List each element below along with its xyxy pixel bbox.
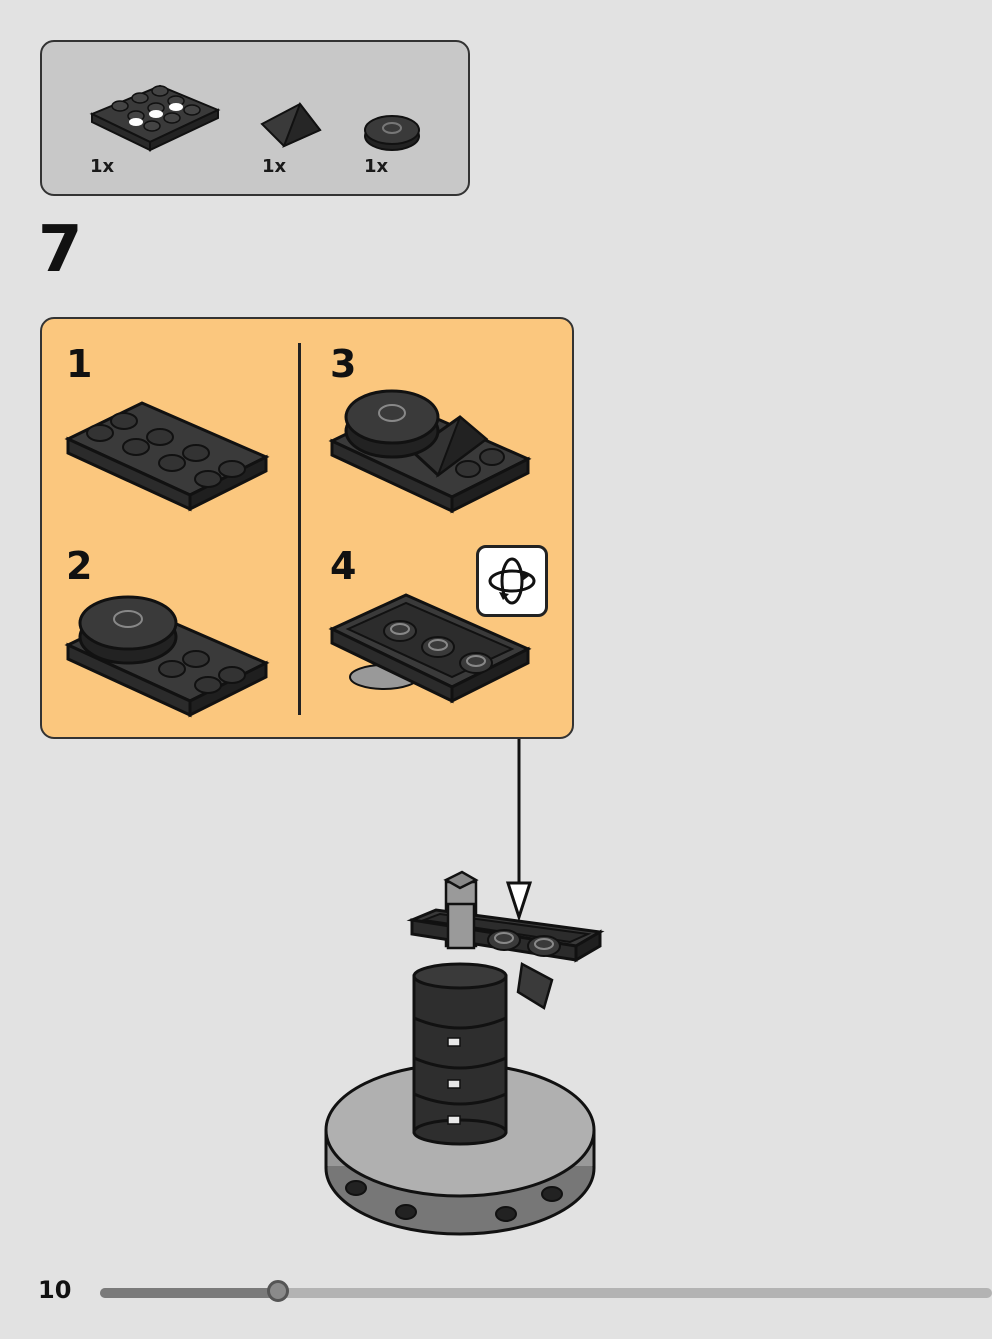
part-quantity: 1x (262, 156, 287, 177)
slope-brick-icon (260, 101, 322, 148)
substep-1-plate-illustration (64, 401, 270, 512)
step-number: 7 (38, 213, 83, 287)
substep-number: 3 (330, 342, 357, 386)
part-quantity: 1x (90, 156, 115, 177)
plate-2x4-icon (89, 84, 221, 152)
part-quantity: 1x (364, 156, 389, 177)
progress-fill (100, 1288, 279, 1298)
substep-divider (298, 343, 301, 715)
substep-4-flipped-illustration (328, 593, 532, 704)
substep-panel: 1 2 3 4 (40, 317, 574, 739)
page-number: 10 (38, 1276, 72, 1304)
substep-3-assembly-illustration (328, 389, 532, 514)
round-tile-icon (364, 115, 420, 151)
substep-number: 4 (330, 544, 357, 588)
substep-number: 1 (66, 342, 93, 386)
parts-list: 1x 1x 1x (40, 40, 470, 196)
substep-number: 2 (66, 544, 93, 588)
progress-knob (267, 1280, 290, 1302)
substep-2-assembly-illustration (64, 595, 270, 718)
main-model-illustration (324, 870, 605, 1236)
progress-bar (100, 1280, 992, 1302)
placement-arrow (505, 739, 533, 922)
rotate-model-icon (476, 545, 548, 617)
